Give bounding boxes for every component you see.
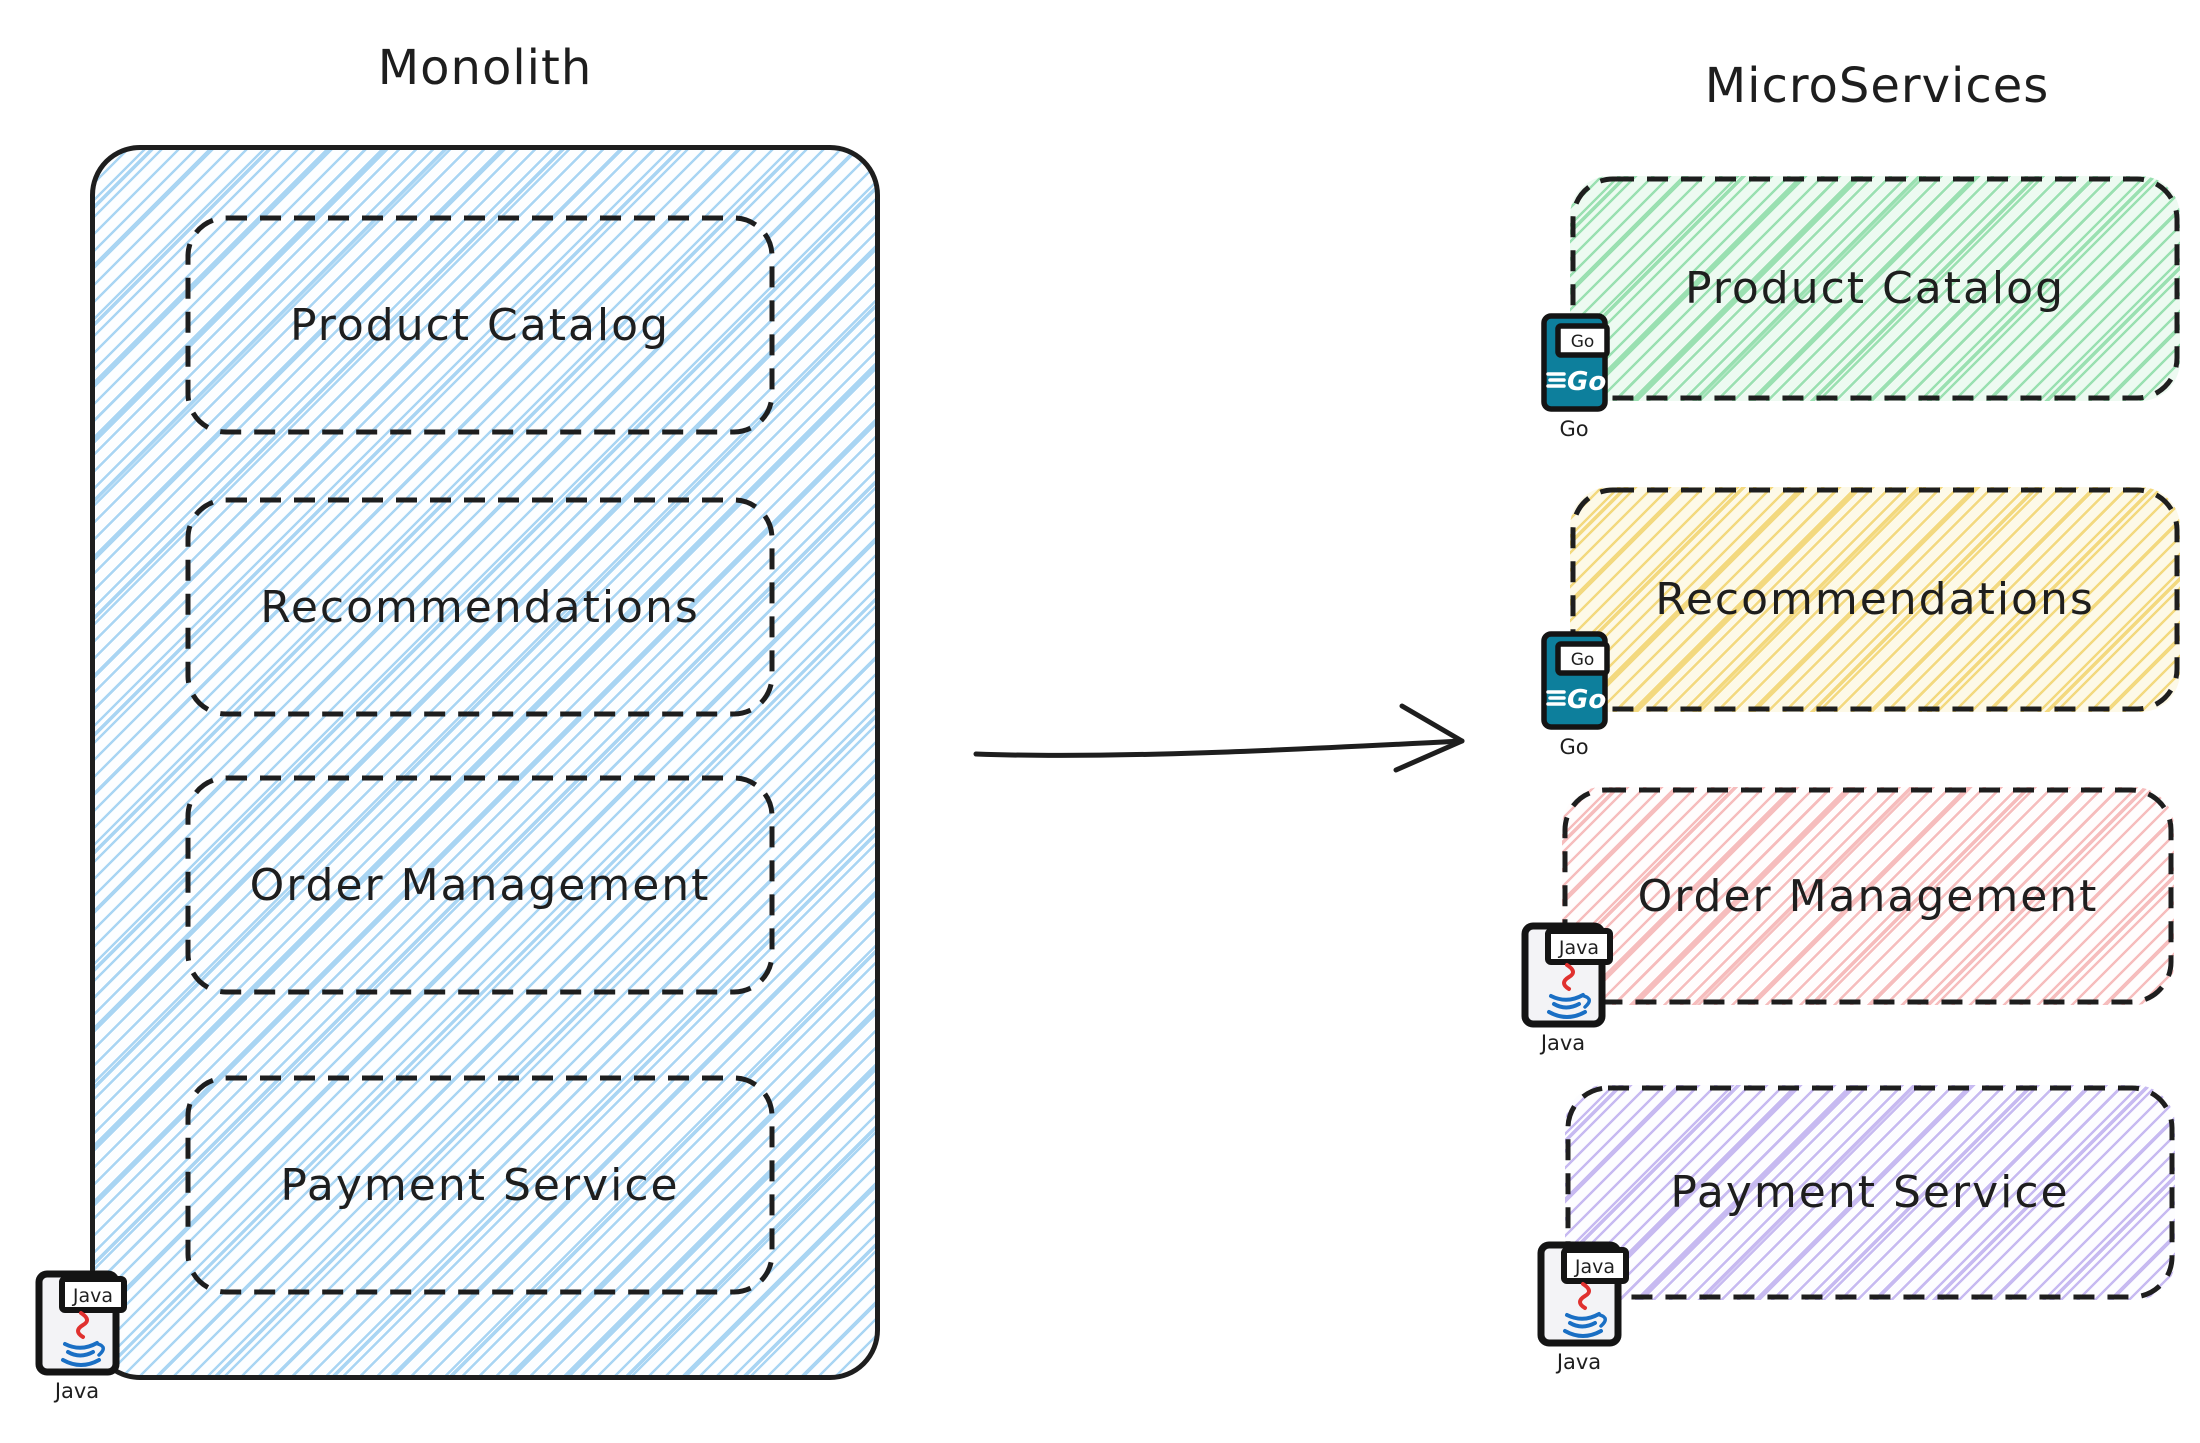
service-label: Product Catalog [289, 299, 671, 351]
service-label: Payment Service [1670, 1167, 2070, 1218]
service-label: Order Management [1637, 870, 2099, 922]
service-label: Recommendations [1655, 574, 2095, 625]
java-file-icon-graphic: Java [1537, 1241, 1629, 1347]
go-logo-text: Go [1567, 685, 1606, 715]
monolith-service-order-management: Order Management [185, 775, 775, 995]
microservices-title: MicroServices [1704, 58, 2050, 114]
service-label: Recommendations [260, 581, 700, 633]
monolith-title: Monolith [377, 40, 593, 96]
java-caption: Java [54, 1379, 100, 1403]
go-caption: Go [1559, 417, 1589, 441]
java-file-icon-graphic: Java [1521, 922, 1613, 1028]
java-logo-handle [96, 1342, 105, 1357]
java-tab-label: Java [1558, 937, 1599, 959]
java-logo-steam [76, 1311, 89, 1339]
java-file-icon-monolith: Java Java [34, 1262, 130, 1403]
java-caption: Java [1540, 1031, 1586, 1055]
go-file-icon-graphic: Go Go [1541, 313, 1610, 412]
microservice-recommendations: Recommendations [1570, 487, 2180, 712]
java-file-icon-order-management: Java Java [1520, 914, 1616, 1055]
arrow-shaft [973, 738, 1465, 758]
java-logo-cup [1565, 1312, 1601, 1321]
java-logo-cup [1568, 1321, 1597, 1329]
java-tab-label: Java [72, 1285, 113, 1307]
microservice-payment-service: Payment Service [1565, 1085, 2175, 1300]
java-logo-cup [1552, 1002, 1581, 1010]
microservice-order-management: Order Management [1562, 787, 2174, 1005]
java-tab-label: Java [1574, 1256, 1615, 1278]
service-label: Payment Service [280, 1159, 680, 1211]
monolith-service-payment-service: Payment Service [185, 1075, 775, 1295]
java-logo-saucer [1547, 1010, 1587, 1019]
go-file-icon-recommendations: Go Go Go [1540, 624, 1624, 759]
java-file-icon-payment-service: Java Java [1536, 1233, 1632, 1374]
go-file-icon-product-catalog: Go Go Go [1540, 306, 1624, 441]
microservice-product-catalog: Product Catalog [1570, 176, 2180, 401]
go-caption: Go [1559, 735, 1589, 759]
monolith-service-recommendations: Recommendations [185, 497, 775, 717]
java-file-icon-graphic: Java [35, 1270, 127, 1376]
java-caption: Java [1556, 1350, 1602, 1374]
arrow-head [1393, 703, 1465, 773]
java-logo-saucer [1563, 1329, 1603, 1338]
go-tab-label: Go [1571, 650, 1595, 670]
java-logo-cup [66, 1350, 95, 1358]
java-logo-handle [1598, 1313, 1607, 1328]
go-file-icon-graphic: Go Go [1541, 631, 1610, 730]
java-logo-saucer [61, 1358, 101, 1367]
java-tab-shape [59, 1276, 127, 1313]
service-label: Order Management [249, 859, 711, 911]
monolith-to-microservices-arrow [973, 703, 1465, 773]
monolith-container: Product Catalog Recommendations Order Ma… [90, 145, 880, 1380]
go-logo-text: Go [1567, 367, 1606, 397]
go-tab-label: Go [1571, 332, 1595, 352]
java-logo-cup [63, 1341, 99, 1350]
service-label: Product Catalog [1684, 263, 2066, 314]
monolith-service-product-catalog: Product Catalog [185, 215, 775, 435]
